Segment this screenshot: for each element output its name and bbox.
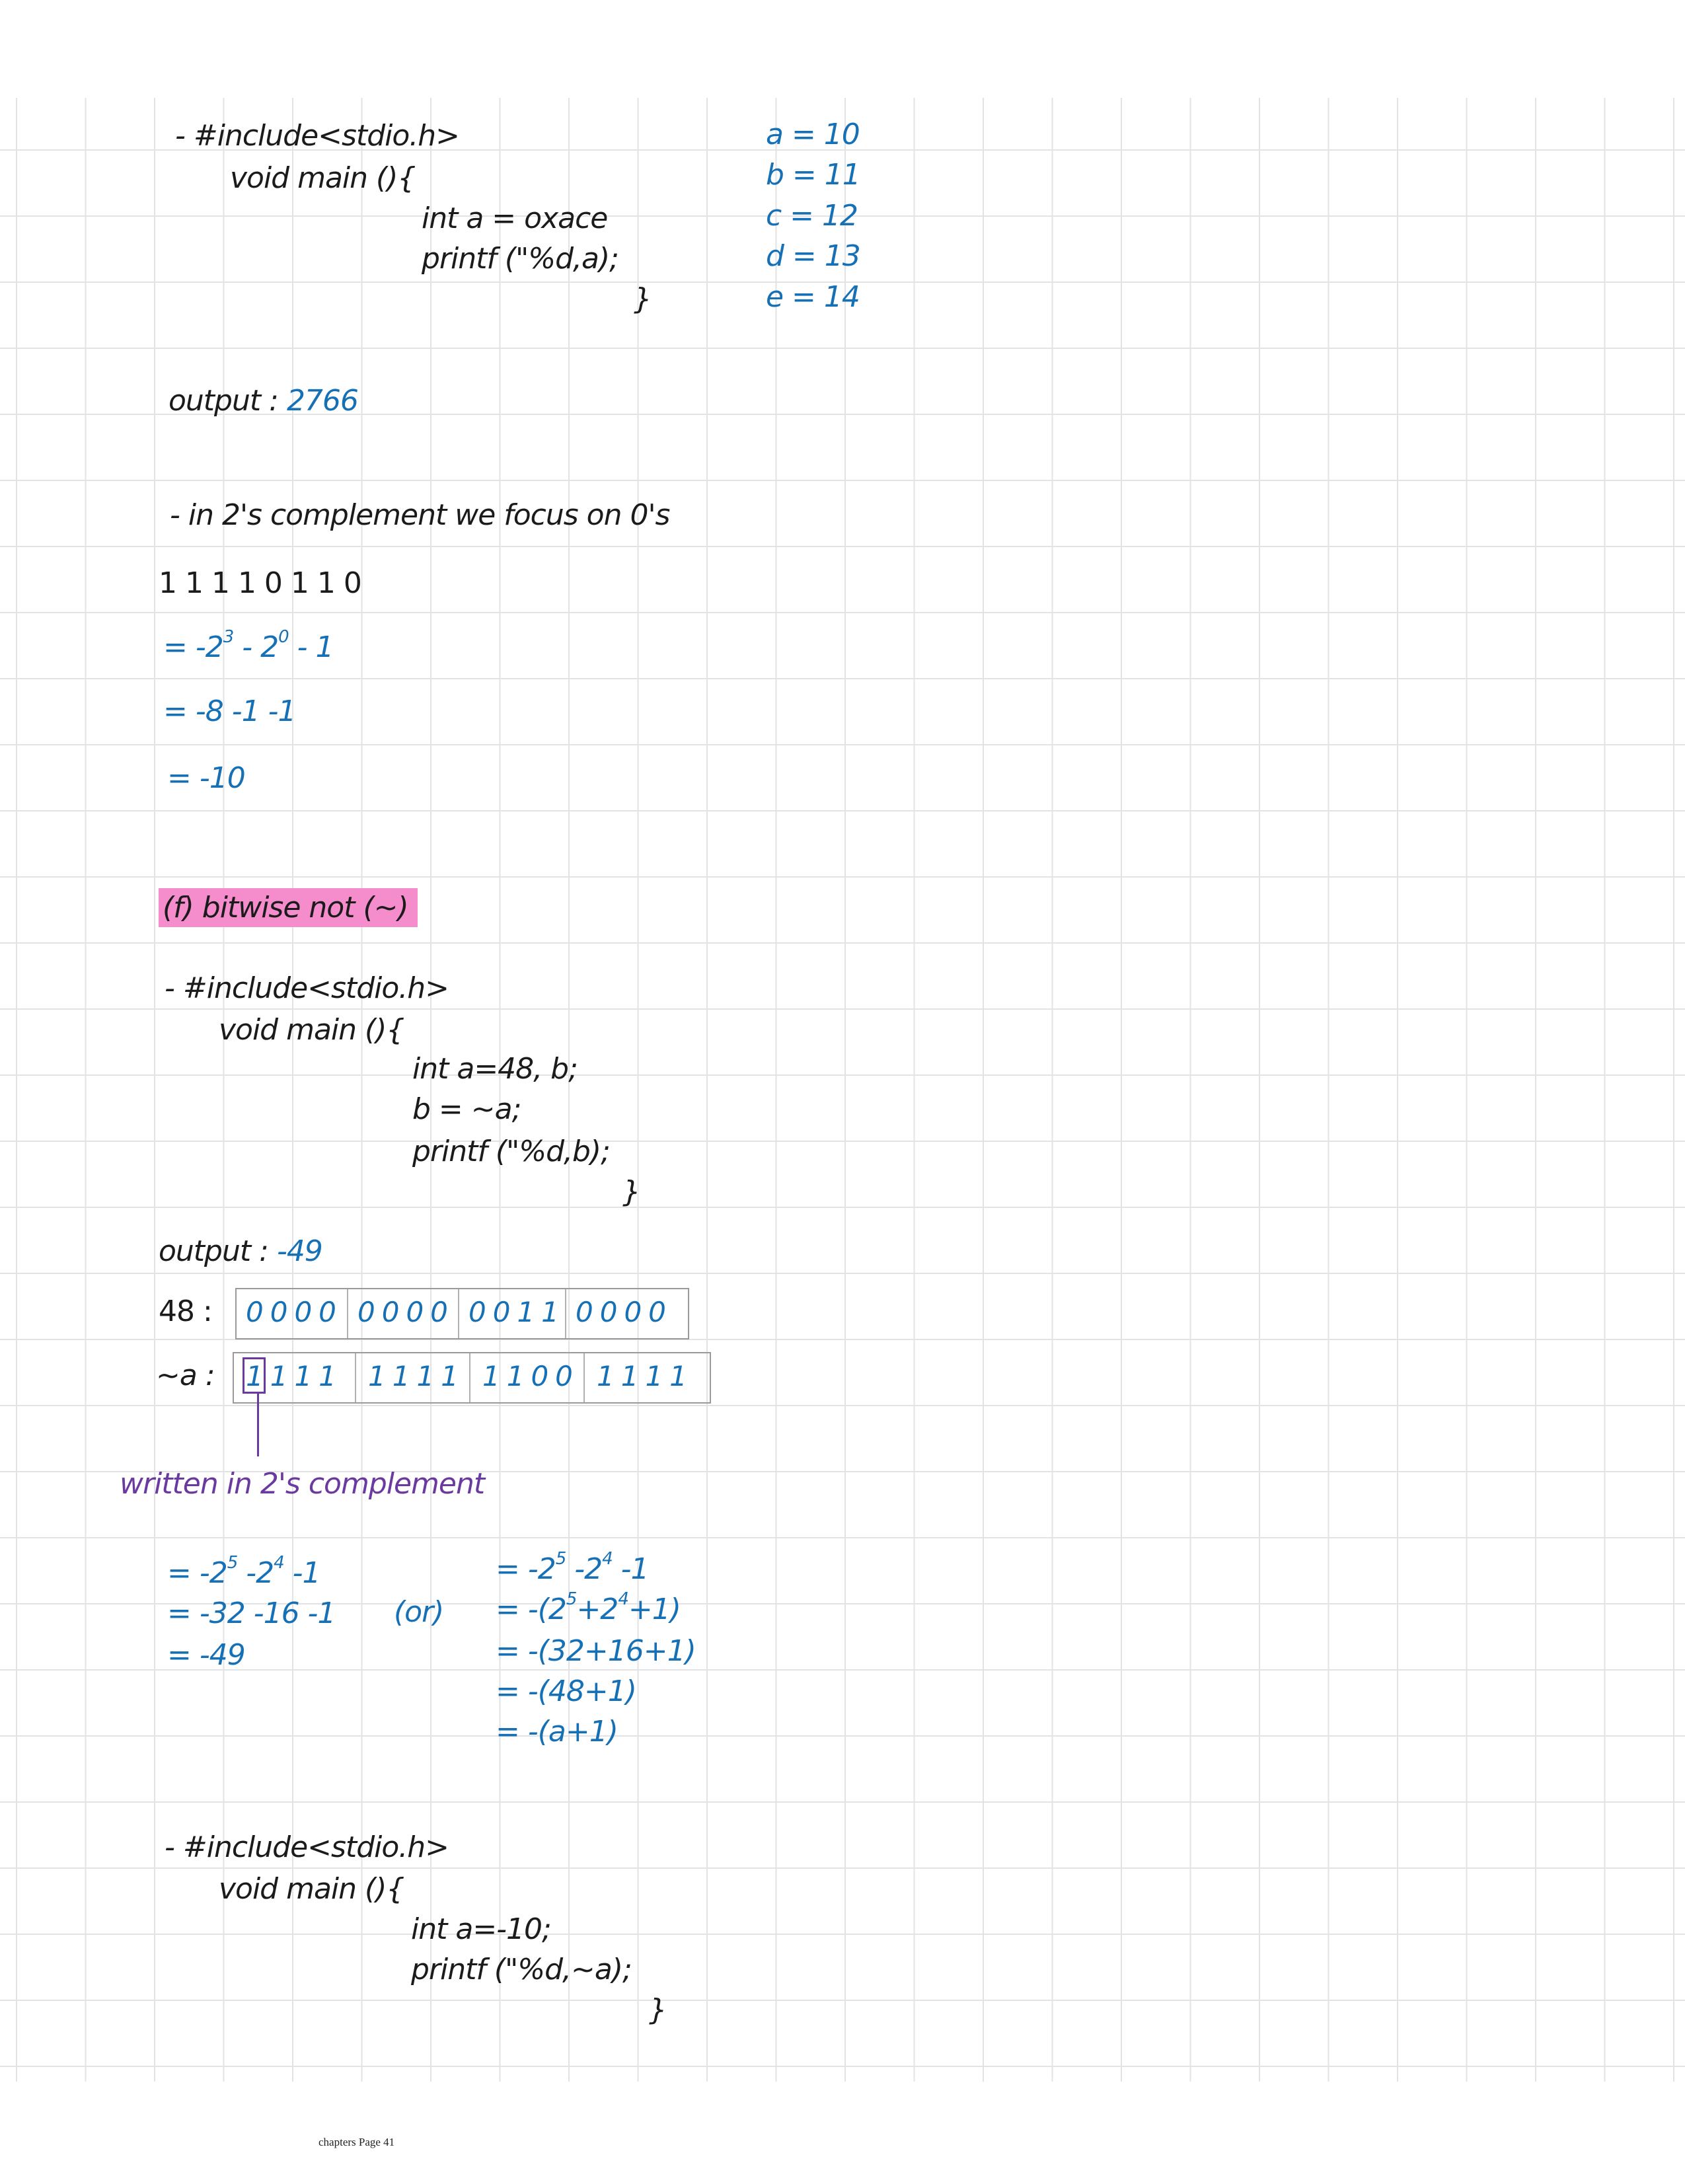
term: - 1 (288, 630, 334, 664)
term: = -2 (163, 630, 224, 664)
binary-number: 1 1 1 1 0 1 1 0 (159, 566, 362, 600)
output-label: output : (168, 384, 279, 418)
exponent: 4 (602, 1549, 613, 1569)
grid-paper-background (0, 98, 1685, 2082)
code2-main: void main (){ (219, 1013, 404, 1047)
term: +2 (576, 1593, 618, 1626)
output-value: 2766 (286, 384, 359, 418)
hex-value: c = 12 (766, 199, 858, 233)
term: -1 (612, 1552, 650, 1586)
calc2-left-line2: = -32 -16 -1 (167, 1597, 336, 1630)
code1-decl: int a = oxace (422, 202, 608, 235)
hex-value: a = 10 (766, 118, 860, 151)
exponent: 4 (274, 1553, 285, 1573)
or-label: (or) (394, 1595, 444, 1629)
bits48-table: 0000 0000 0011 0000 (235, 1288, 689, 1339)
term: = -2 (167, 1556, 228, 1590)
code3-main: void main (){ (219, 1872, 404, 1906)
code2-close: } (622, 1175, 641, 1209)
code1-include: - #include<stdio.h> (175, 119, 460, 153)
nibble-cell: 0000 (237, 1289, 348, 1338)
calc2-right-line1: = -25 -24 -1 (496, 1549, 650, 1589)
output-label: output : (159, 1234, 269, 1268)
nibble-cell: 0000 (348, 1289, 459, 1338)
term: = -(2 (496, 1593, 567, 1626)
term: -1 (283, 1556, 321, 1590)
term: - 2 (233, 630, 279, 664)
code1-close: } (634, 282, 652, 316)
exponent: 0 (278, 627, 289, 647)
sign-bit-marker (243, 1357, 266, 1394)
term: = -2 (496, 1552, 556, 1586)
code2-printf: printf ("%d,b); (412, 1135, 611, 1168)
code3-close: } (649, 1993, 667, 2027)
calc2-right-line3: = -(32+16+1) (496, 1634, 696, 1668)
output2: output : -49 (159, 1232, 323, 1271)
calc1-line3: = -10 (167, 761, 246, 795)
nibble-cell: 1111 (356, 1353, 470, 1402)
calc2-left-line3: = -49 (167, 1638, 246, 1672)
page-footer: chapters Page 41 (318, 2136, 395, 2148)
hex-value: b = 11 (766, 158, 861, 192)
code3-printf: printf ("%d,~a); (411, 1953, 632, 1986)
bits48-label: 48 : (159, 1295, 213, 1328)
hex-value: e = 14 (766, 280, 860, 314)
annotation-text: written in 2's complement (120, 1467, 485, 1501)
nibble-cell: 1100 (470, 1353, 585, 1402)
code2-include: - #include<stdio.h> (165, 971, 449, 1005)
exponent: 5 (227, 1553, 239, 1573)
output1: output : 2766 (168, 381, 359, 421)
output-value: -49 (276, 1234, 323, 1268)
code2-assign: b = ~a; (412, 1092, 521, 1126)
nibble-cell: 1111 (234, 1353, 356, 1402)
nibble-cell: 1111 (597, 1360, 694, 1392)
term: +1) (628, 1593, 681, 1626)
calc2-right-line2: = -(25+24+1) (496, 1590, 681, 1630)
calc1-line2: = -8 -1 -1 (163, 695, 296, 728)
calc1-line1: = -23 - 20 - 1 (163, 628, 334, 667)
section-highlight (159, 888, 418, 927)
code3-decl: int a=-10; (411, 1912, 552, 1946)
exponent: 5 (566, 1589, 578, 1609)
complement-note: - in 2's complement we focus on 0's (170, 498, 670, 532)
nibble-cell: 0000 (576, 1296, 673, 1328)
calc2-right-line4: = -(48+1) (496, 1675, 637, 1708)
bitsnot-table: 1111 1111 1100 1111 (233, 1352, 711, 1404)
exponent: 5 (555, 1549, 567, 1569)
code3-include: - #include<stdio.h> (165, 1830, 449, 1864)
hex-value: d = 13 (766, 239, 861, 273)
section-title: (f) bitwise not (~) (163, 891, 409, 924)
term: -2 (237, 1556, 274, 1590)
annotation-connector-line (257, 1394, 259, 1456)
bitsnot-label: ~a : (156, 1359, 215, 1392)
exponent: 4 (618, 1589, 629, 1609)
exponent: 3 (223, 627, 235, 647)
code1-printf: printf ("%d,a); (422, 242, 619, 276)
term: -2 (566, 1552, 603, 1586)
code1-main: void main (){ (230, 161, 416, 195)
calc2-right-line5: = -(a+1) (496, 1715, 618, 1749)
calc2-left-line1: = -25 -24 -1 (167, 1553, 321, 1593)
code2-decl: int a=48, b; (412, 1052, 578, 1086)
nibble-cell: 0011 (459, 1289, 566, 1338)
